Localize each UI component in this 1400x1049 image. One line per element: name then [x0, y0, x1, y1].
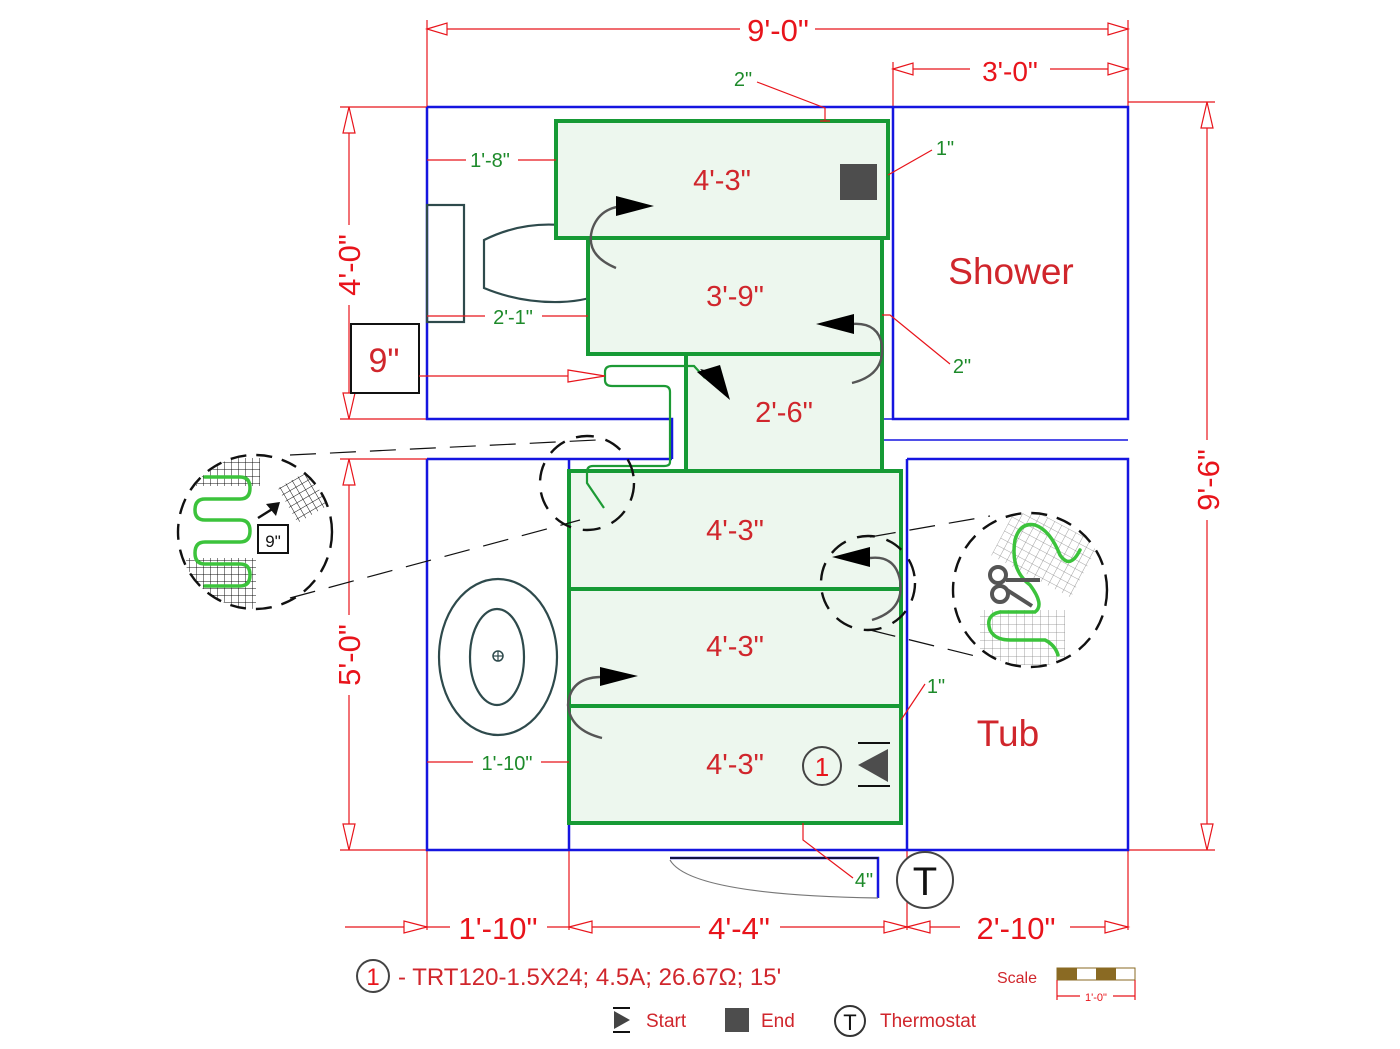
- mat-5: [567, 587, 903, 708]
- legend-end: End: [725, 1008, 795, 1032]
- svg-text:1'-8": 1'-8": [470, 150, 510, 172]
- offset-right-bottom: 1": [900, 676, 945, 721]
- legend: 1 - TRT120-1.5X24; 4.5A; 26.67Ω; 15' Sta…: [356, 959, 977, 1037]
- arrow-right-icon: [616, 196, 654, 216]
- cable-run: [585, 364, 686, 509]
- heating-mats: 4'-3" 3'-9" 2'-6" 4'-3" 4'-3" 4'-3": [554, 119, 903, 825]
- callout-left-cut: [289, 434, 636, 599]
- offset-left-bottom: 1'-10": [427, 753, 569, 775]
- svg-text:1": 1": [936, 138, 954, 160]
- svg-text:1'-10": 1'-10": [482, 753, 533, 775]
- svg-text:4": 4": [855, 870, 873, 892]
- bottom-mid-label: 4'-4": [708, 911, 770, 946]
- legend-spec: - TRT120-1.5X24; 4.5A; 26.67Ω; 15': [398, 964, 781, 991]
- start-marker-icon: [858, 742, 890, 787]
- callout-right-turn: [819, 515, 991, 657]
- mat-3-label: 2'-6": [755, 397, 813, 429]
- dimension-overall-width: 9'-0": [424, 13, 1131, 108]
- svg-text:9": 9": [265, 532, 281, 551]
- door-swing: [669, 859, 879, 899]
- thermostat-icon: [834, 1005, 866, 1037]
- scale-length: 1'-0": [1085, 992, 1107, 1004]
- thermostat-symbol: T: [913, 860, 937, 904]
- shower-width-label: 3'-0": [982, 56, 1038, 87]
- legend-thermostat: T Thermostat: [834, 1005, 977, 1037]
- mat-4: [567, 469, 903, 591]
- detail-right: [951, 511, 1109, 669]
- mat-1: [554, 119, 890, 240]
- end-icon: [725, 1008, 749, 1032]
- svg-text:2": 2": [734, 69, 752, 91]
- svg-text:2'-1": 2'-1": [493, 307, 533, 329]
- offset-top: 2": [734, 69, 830, 122]
- end-marker-icon: [840, 164, 877, 200]
- mat-2: [586, 236, 884, 356]
- dimension-shower-width: 3'-0": [890, 56, 1131, 108]
- start-icon: [614, 1011, 630, 1029]
- overall-width-label: 9'-0": [747, 13, 809, 48]
- legend-start: Start: [613, 1007, 687, 1033]
- arrow-left-icon: [832, 547, 870, 567]
- svg-text:End: End: [761, 1011, 795, 1032]
- mat-6: [567, 704, 903, 825]
- offset-left-top: 1'-8": [427, 150, 556, 172]
- detail-box-9in: 9": [350, 323, 606, 394]
- svg-text:Start: Start: [646, 1011, 687, 1032]
- mat-4-label: 4'-3": [706, 515, 764, 547]
- scale-bar: Scale 1'-0": [997, 967, 1136, 1004]
- dimension-lower-height: 5'-0": [332, 458, 427, 851]
- overall-height-label: 9'-6": [1191, 449, 1226, 511]
- sink: [437, 577, 559, 737]
- arrow-right-icon: [600, 667, 638, 686]
- svg-text:9": 9": [369, 342, 400, 380]
- room-label-tub: Tub: [977, 713, 1039, 754]
- room-label-shower: Shower: [948, 251, 1073, 292]
- scale-label: Scale: [997, 970, 1037, 987]
- circuit-marker: 1: [802, 746, 842, 786]
- arrow-left-icon: [816, 314, 854, 334]
- circuit-number: 1: [815, 752, 829, 782]
- offset-right-top: 1": [887, 138, 954, 176]
- mat-2-label: 3'-9": [706, 281, 764, 313]
- legend-circuit-number: 1: [366, 964, 379, 991]
- dimension-upper-height: 4'-0": [332, 106, 427, 420]
- offset-bottom: 4": [802, 823, 873, 892]
- bottom-right-label: 2'-10": [977, 911, 1056, 946]
- offset-left-mid: 2'-1": [427, 307, 588, 329]
- svg-text:T: T: [843, 1010, 856, 1035]
- svg-text:1": 1": [927, 676, 945, 698]
- mat-5-label: 4'-3": [706, 631, 764, 663]
- dimension-bottom-chain: 1'-10" 4'-4" 2'-10": [345, 850, 1131, 946]
- thermostat-marker: T: [896, 851, 954, 909]
- scissors-icon: [988, 565, 1040, 608]
- dimension-overall-height: 9'-6": [1128, 101, 1226, 851]
- offset-right-mid: 2": [882, 314, 971, 378]
- turn-arrows: [566, 196, 902, 740]
- svg-text:2": 2": [953, 356, 971, 378]
- upper-height-label: 4'-0": [332, 234, 367, 296]
- bottom-left-label: 1'-10": [459, 911, 538, 946]
- svg-text:Thermostat: Thermostat: [880, 1011, 977, 1032]
- mat-6-label: 4'-3": [706, 749, 764, 781]
- detail-left: 9": [176, 453, 334, 611]
- mat-1-label: 4'-3": [693, 165, 751, 197]
- lower-height-label: 5'-0": [332, 624, 367, 686]
